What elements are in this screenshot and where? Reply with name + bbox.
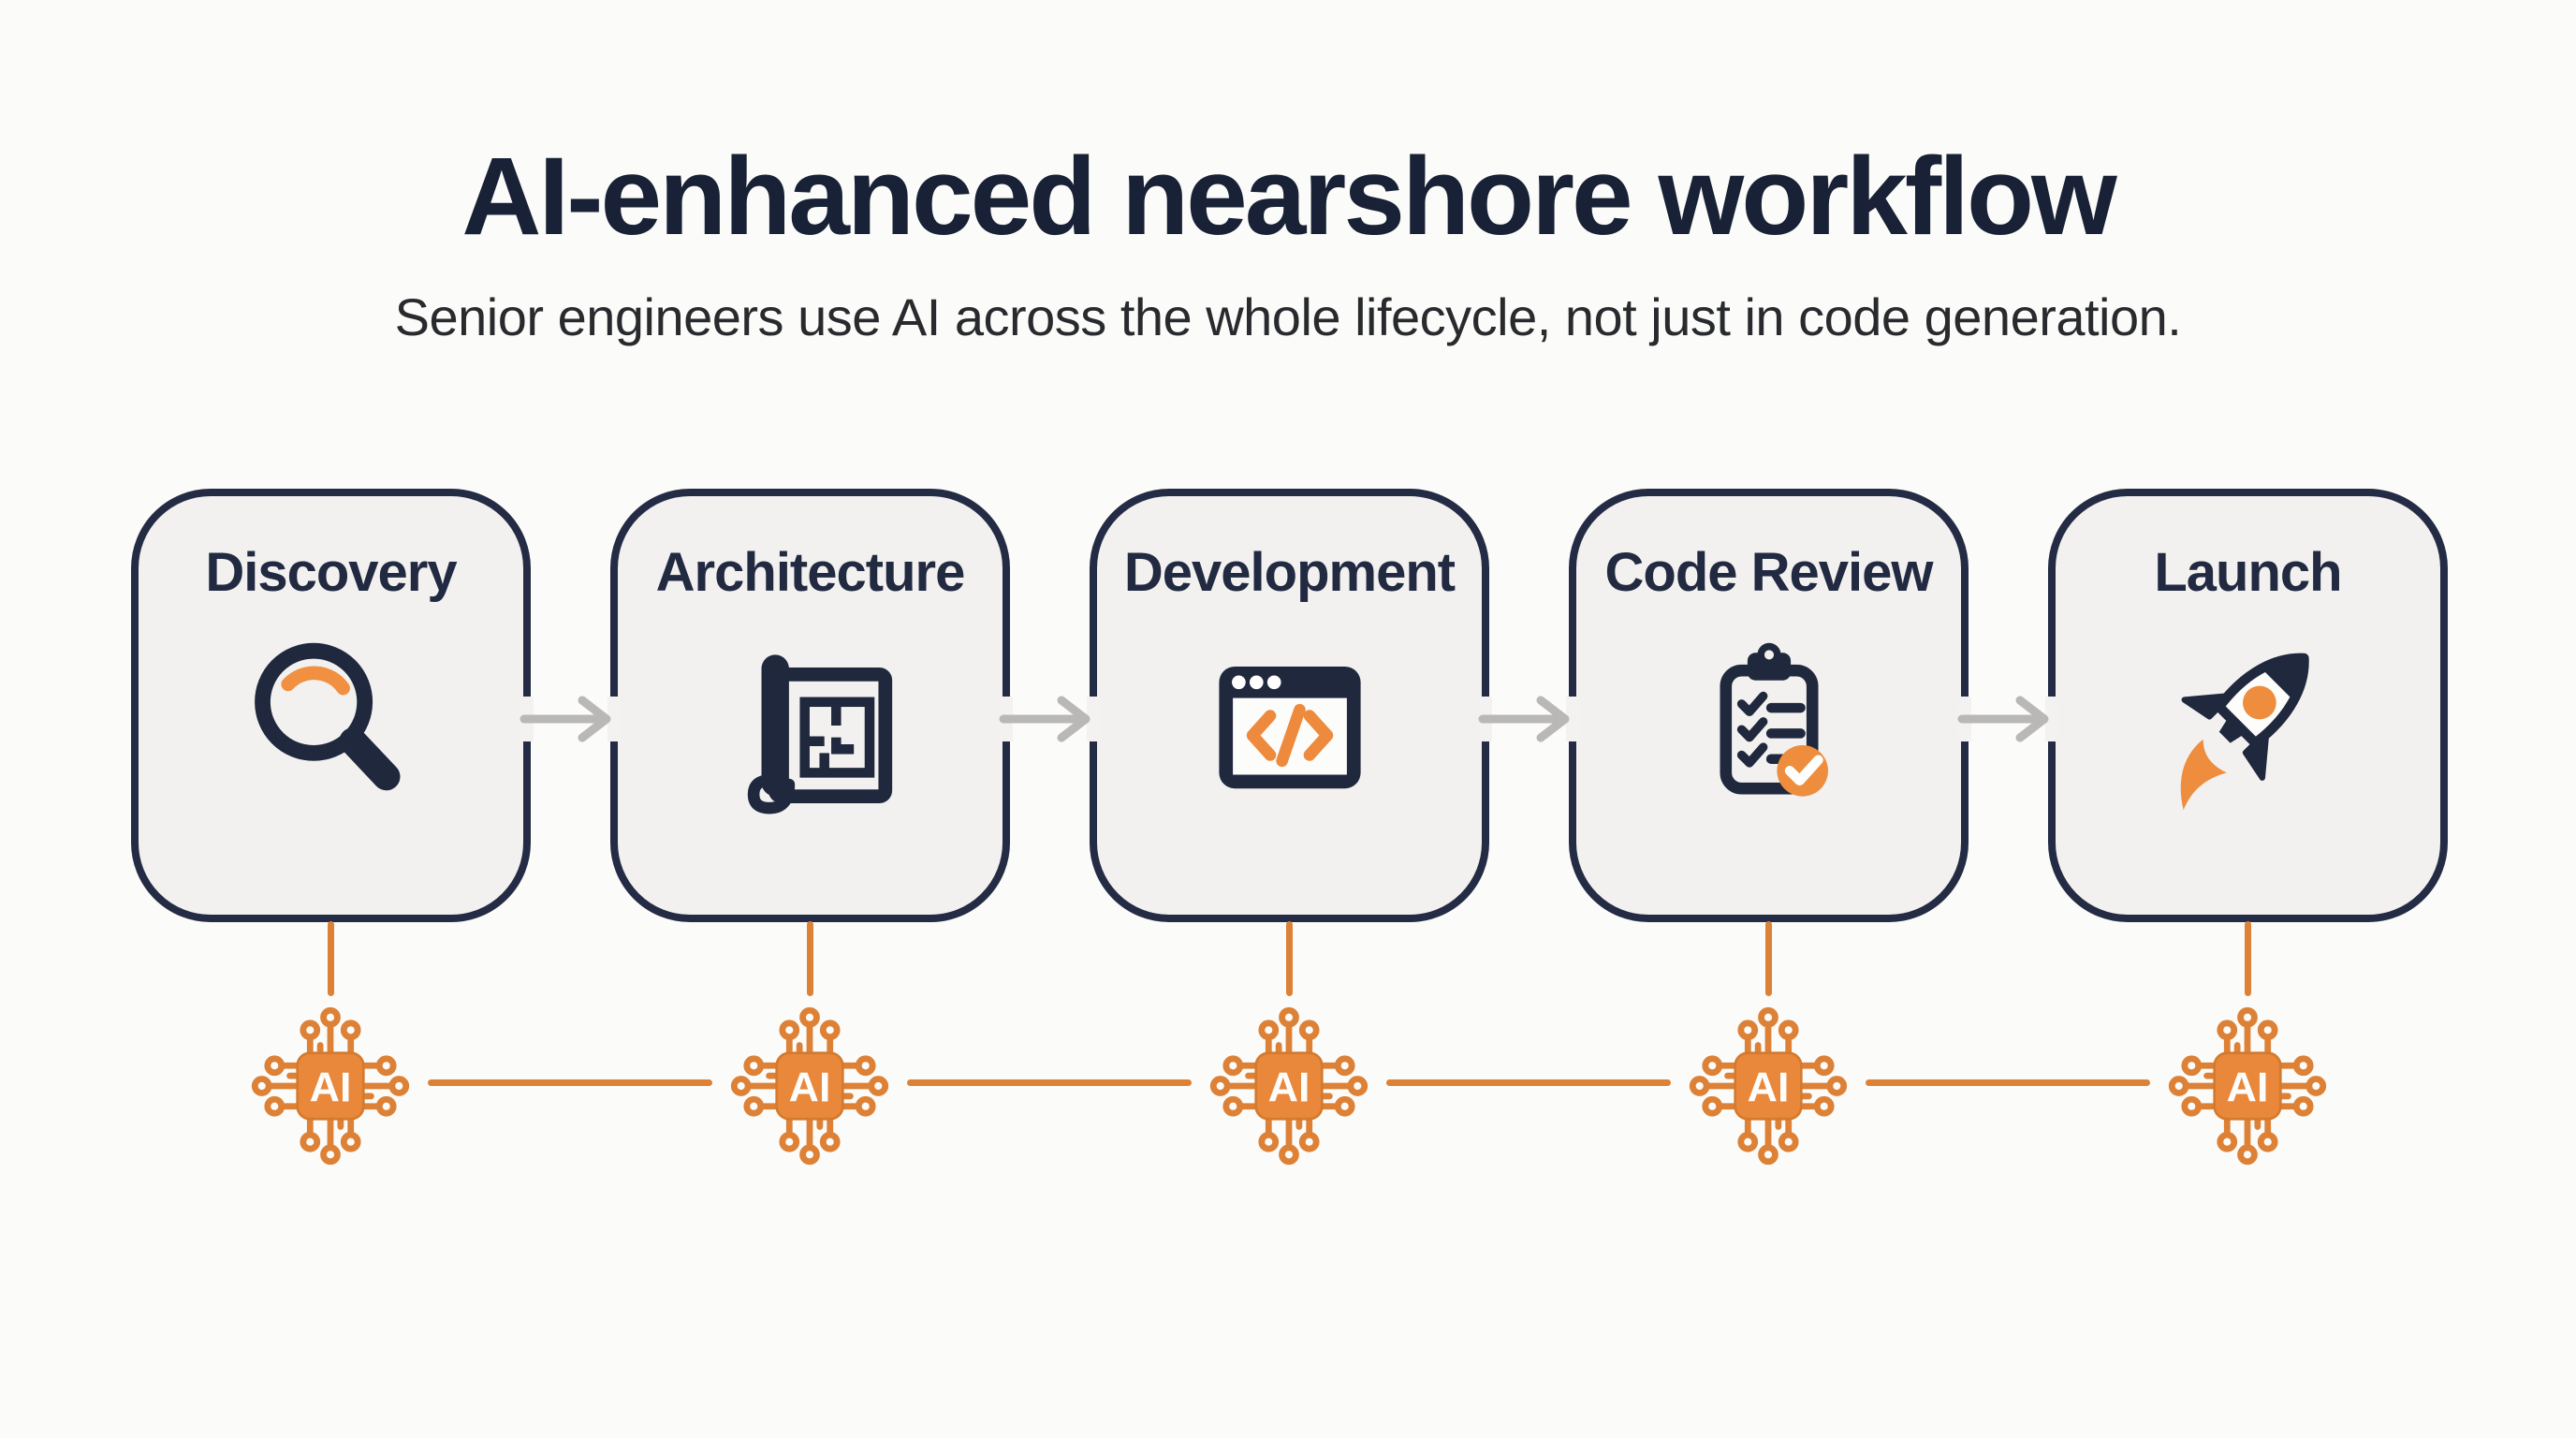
ai-chip-icon: AI [1689, 1006, 1848, 1166]
stage-box-discovery: Discovery [131, 489, 531, 922]
checklist-icon [1720, 642, 1828, 797]
box-chip-connector [2245, 921, 2251, 996]
rocket-icon [2180, 653, 2309, 811]
chip-label: AI [789, 1064, 831, 1110]
ai-chip-icon: AI [730, 1006, 889, 1166]
border-gap [2045, 697, 2058, 741]
arrow-right-icon [1957, 696, 2049, 742]
box-chip-connector [328, 921, 334, 996]
magnifier-icon [254, 642, 400, 791]
chip-label: AI [310, 1064, 352, 1110]
stage-label: Launch [2154, 542, 2342, 603]
stage-box-launch: Launch [2048, 489, 2448, 922]
ai-chip-icon: AI [2168, 1006, 2327, 1166]
border-gap [1087, 697, 1100, 741]
chip-connector-line [907, 1079, 1192, 1086]
chip-connector-line [1866, 1079, 2150, 1086]
chip-connector-line [1386, 1079, 1671, 1086]
chip-connector-line [428, 1079, 712, 1086]
chip-label: AI [1268, 1064, 1310, 1110]
stage-box-architecture: Architecture [610, 489, 1010, 922]
box-chip-connector [1286, 921, 1293, 996]
arrow-right-icon [999, 696, 1090, 742]
box-chip-connector [1765, 921, 1772, 996]
arrow-right-icon [520, 696, 611, 742]
ai-chip-icon: AI [251, 1006, 410, 1166]
code-window-icon [1218, 667, 1361, 789]
stage-label: Architecture [655, 542, 966, 603]
chip-label: AI [2227, 1064, 2269, 1110]
page-subtitle: Senior engineers use AI across the whole… [394, 287, 2182, 346]
stage-label: Code Review [1604, 542, 1934, 603]
border-gap [1566, 697, 1579, 741]
border-gap [607, 697, 621, 741]
stage-box-development: Development [1090, 489, 1489, 922]
stage-label: Development [1123, 542, 1456, 603]
arrow-right-icon [1478, 696, 1570, 742]
box-chip-connector [807, 921, 813, 996]
chip-label: AI [1748, 1064, 1790, 1110]
blueprint-icon [747, 654, 892, 814]
ai-chip-icon: AI [1209, 1006, 1368, 1166]
stage-box-code-review: Code Review [1569, 489, 1969, 922]
stage-label: Discovery [205, 542, 457, 603]
page-title: AI-enhanced nearshore workflow [461, 135, 2117, 258]
